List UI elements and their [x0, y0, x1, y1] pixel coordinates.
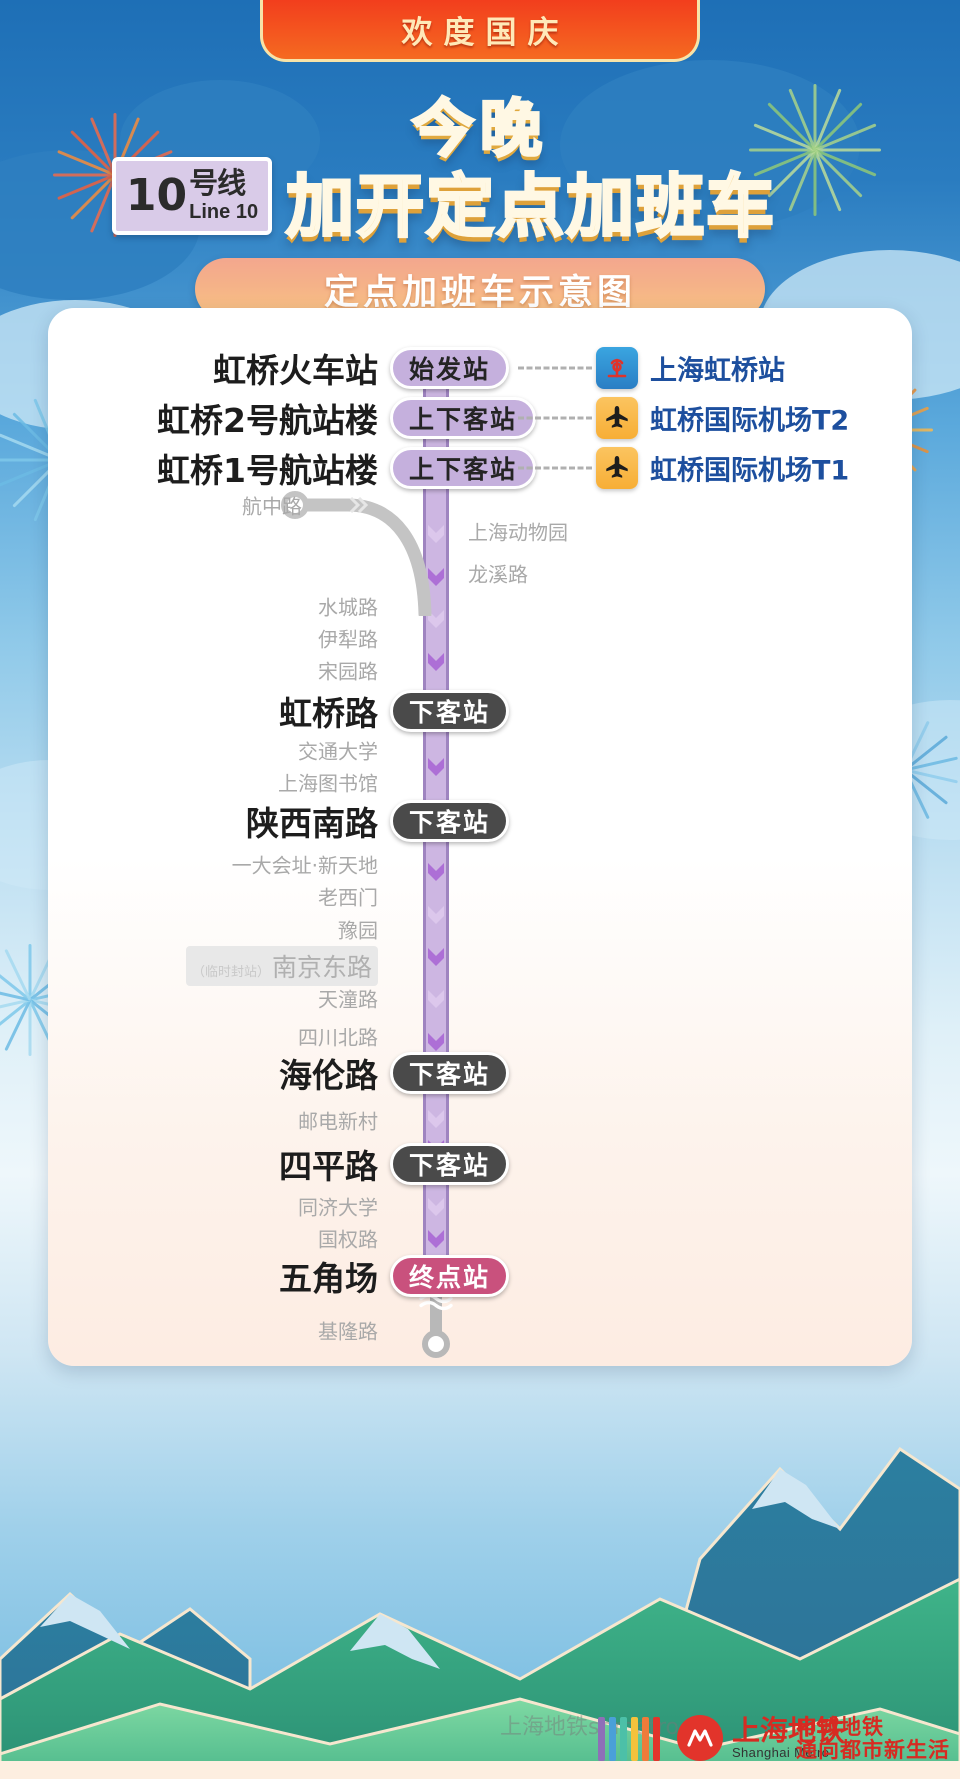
direction-chevron-icon — [427, 988, 445, 1010]
brand-name-en: Shanghai Metro — [731, 1744, 830, 1760]
station-name-major: 虹桥火车站 — [213, 351, 378, 390]
metro-mark-icon — [676, 1715, 723, 1761]
status-pill-dark[interactable]: 下客站 — [390, 690, 510, 732]
station-name-major: 四平路 — [279, 1147, 378, 1186]
station-name-minor: 交通大学 — [298, 739, 378, 764]
branch-line-hangzhonglu — [273, 486, 448, 621]
station-marker-jilonglu — [422, 1330, 450, 1358]
festival-banner: 欢度国庆 — [260, 0, 700, 70]
station-name-minor: 四川北路 — [298, 1025, 378, 1050]
title-line-1: 今晚 — [410, 91, 549, 167]
station-name-major: 虹桥2号航站楼 — [157, 401, 378, 440]
direction-chevron-icon — [427, 1031, 445, 1053]
direction-chevron-icon — [427, 861, 445, 883]
brand-name-cn: 上海地铁 — [731, 1713, 844, 1747]
station-name-minor: 天潼路 — [318, 987, 378, 1012]
direction-chevron-icon — [427, 608, 445, 630]
station-name-minor: 龙溪路 — [468, 562, 528, 587]
station-name-minor: 豫园 — [338, 918, 378, 943]
station-name-minor: 基隆路 — [318, 1319, 378, 1344]
status-pill-purple[interactable]: 始发站 — [390, 347, 510, 389]
station-name-major: 虹桥路 — [279, 694, 378, 733]
airplane-icon — [596, 397, 638, 439]
direction-chevron-icon — [427, 946, 445, 968]
station-name-major: 五角场 — [279, 1259, 378, 1298]
transfer-label: 虹桥国际机场T2 — [650, 405, 850, 437]
station-name-minor: 邮电新村 — [298, 1109, 378, 1134]
station-name-minor: 上海动物园 — [468, 520, 568, 545]
subtitle-text: 定点加班车示意图 — [323, 272, 636, 313]
station-name-minor: 上海图书馆 — [278, 771, 378, 796]
closed-tag: （临时封站） — [191, 965, 270, 980]
metro-glyph-icon — [687, 1729, 713, 1747]
station-name-major: 陕西南路 — [246, 804, 378, 843]
watermark: 上海地铁shmetro — [500, 1715, 680, 1740]
banner-text: 欢度国庆 — [401, 15, 570, 50]
station-name-minor: 一大会址·新天地 — [231, 853, 378, 878]
brand-slogan: 申城地铁 通向都市新生活 — [796, 1714, 950, 1763]
direction-chevron-icon — [427, 756, 445, 778]
station-name-minor: 国权路 — [318, 1227, 378, 1252]
direction-chevron-icon — [427, 1196, 445, 1218]
station-name-minor: 同济大学 — [298, 1195, 378, 1220]
station-name-major: 海伦路 — [279, 1056, 378, 1095]
airplane-icon — [596, 447, 638, 489]
direction-chevron-icon — [427, 523, 445, 545]
transfer-label: 虹桥国际机场T1 — [650, 455, 850, 487]
line-suffix-cn: 号线 — [189, 168, 246, 201]
direction-chevron-icon — [427, 1108, 445, 1130]
transfer-dashed-connector — [518, 366, 592, 370]
direction-chevron-icon — [427, 904, 445, 926]
station-name-minor: 伊犁路 — [318, 627, 378, 652]
station-name-minor: 宋园路 — [318, 659, 378, 684]
brand-stripes-icon — [598, 1717, 660, 1761]
shanghai-metro-logo: 上海地铁 Shanghai Metro — [676, 1713, 844, 1761]
line-number: 10 — [125, 170, 188, 221]
station-name-major: 虹桥1号航站楼 — [157, 451, 378, 490]
station-name-text: 南京东路 — [271, 953, 372, 982]
direction-chevron-icon — [427, 1228, 445, 1250]
station-name-branch: 航中路 — [242, 494, 302, 519]
title-row: 10 号线 Line 10 加开定点加班车 — [0, 155, 960, 249]
status-pill-dark[interactable]: 下客站 — [390, 1052, 510, 1094]
transfer-dashed-connector — [518, 416, 592, 420]
slogan-line-2: 通向都市新生活 — [796, 1738, 950, 1763]
station-name-minor: 老西门 — [318, 885, 378, 910]
station-name-closed: （临时封站）南京东路 — [185, 946, 378, 986]
status-pill-pink[interactable]: 终点站 — [390, 1255, 510, 1297]
direction-chevron-icon — [427, 566, 445, 588]
station-name-minor: 水城路 — [318, 595, 378, 620]
slogan-line-1: 申城地铁 — [796, 1714, 884, 1739]
title-line-2: 加开定点加班车 — [284, 167, 777, 249]
mountain-decoration — [0, 1446, 960, 1779]
status-pill-purple[interactable]: 上下客站 — [390, 397, 537, 439]
line-label-en: Line 10 — [189, 200, 259, 223]
status-pill-dark[interactable]: 下客站 — [390, 1143, 510, 1185]
status-pill-purple[interactable]: 上下客站 — [390, 447, 537, 489]
footer: 上海地铁shmetro 上海地铁 Shanghai Metro 申城地铁 通向都… — [0, 1667, 960, 1779]
direction-chevron-icon — [427, 651, 445, 673]
line-10-badge: 10 号线 Line 10 — [112, 157, 272, 235]
status-pill-dark[interactable]: 下客站 — [390, 800, 510, 842]
transfer-label: 上海虹桥站 — [650, 355, 785, 387]
railway-icon — [596, 347, 638, 389]
transfer-dashed-connector — [518, 466, 592, 470]
